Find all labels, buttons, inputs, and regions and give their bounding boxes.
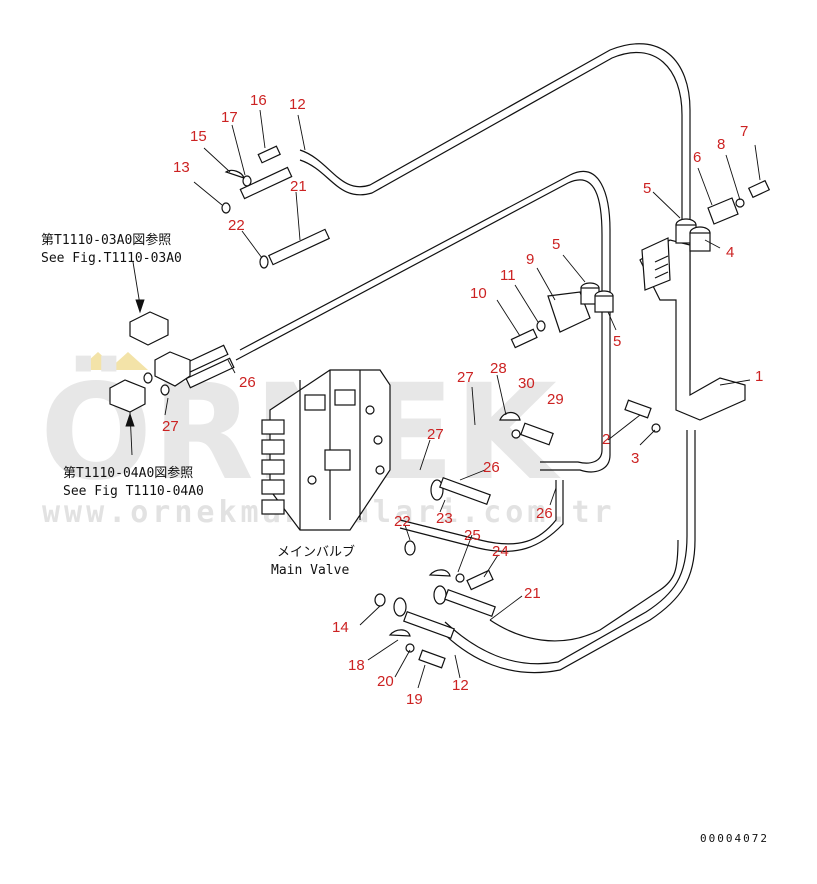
callout-15: 15 <box>190 128 207 145</box>
clamp-9-group <box>510 282 614 349</box>
ref-03a0-jp: 第T1110-03A0図参照 <box>41 232 171 248</box>
callout-7: 7 <box>740 123 748 140</box>
callout-28: 28 <box>490 360 507 377</box>
callout-21-bottom: 21 <box>524 585 541 602</box>
callout-2: 2 <box>602 431 610 448</box>
ref-04a0-jp: 第T1110-04A0図参照 <box>63 465 193 481</box>
callout-11: 11 <box>500 267 516 284</box>
callout-27-mid: 27 <box>427 426 444 443</box>
clamp-group-top-right <box>675 179 771 252</box>
main-valve-label-jp: メインバルブ <box>277 544 355 560</box>
callout-5-low: 5 <box>613 333 621 350</box>
hose-12-upper <box>299 43 691 380</box>
callout-26-right: 26 <box>536 505 553 522</box>
hose-26-upper <box>235 170 611 473</box>
callout-9: 9 <box>526 251 534 268</box>
callout-5-mid: 5 <box>552 236 560 253</box>
callout-29: 29 <box>547 391 564 408</box>
callout-1: 1 <box>755 368 763 385</box>
callout-17: 17 <box>221 109 238 126</box>
callout-21-top: 21 <box>290 178 307 195</box>
callout-26-left: 26 <box>239 374 256 391</box>
callout-16: 16 <box>250 92 267 109</box>
callout-12-bottom: 12 <box>452 677 469 694</box>
callout-6: 6 <box>693 149 701 166</box>
callout-10: 10 <box>470 285 487 302</box>
callout-3: 3 <box>631 450 639 467</box>
callout-30: 30 <box>518 375 535 392</box>
callout-8: 8 <box>717 136 725 153</box>
fittings-lower <box>374 476 496 669</box>
callout-22-top: 22 <box>228 217 245 234</box>
callout-23: 23 <box>436 510 453 527</box>
main-valve-label-en: Main Valve <box>271 563 349 578</box>
callout-18: 18 <box>348 657 365 674</box>
main-valve-block <box>261 369 391 531</box>
callout-19: 19 <box>406 691 423 708</box>
callout-20: 20 <box>377 673 394 690</box>
ref-04a0-en: See Fig T1110-04A0 <box>63 484 204 499</box>
bolt-2-3 <box>624 399 661 433</box>
callout-25: 25 <box>464 527 481 544</box>
fittings-28-30 <box>499 411 554 446</box>
callout-5-top: 5 <box>643 180 651 197</box>
part-callouts: 1 2 3 4 5 5 5 6 7 8 9 10 11 12 12 13 14 … <box>162 92 763 708</box>
ref-03a0-en: See Fig.T1110-03A0 <box>41 251 182 266</box>
callout-12-top: 12 <box>289 96 306 113</box>
callout-13: 13 <box>173 159 190 176</box>
callout-24: 24 <box>492 543 509 560</box>
reference-labels: 第T1110-03A0図参照 See Fig.T1110-03A0 第T1110… <box>41 232 769 845</box>
callout-26-mid: 26 <box>483 459 500 476</box>
callout-22-bottom: 22 <box>394 513 411 530</box>
callout-27-top: 27 <box>457 369 474 386</box>
fittings-upper-left <box>109 145 331 413</box>
callout-27-left: 27 <box>162 418 179 435</box>
leader-lines <box>125 109 761 689</box>
drawing-code: 00004072 <box>700 832 769 845</box>
callout-4: 4 <box>726 244 734 261</box>
hose-12-lower <box>399 430 696 674</box>
callout-14: 14 <box>332 619 349 636</box>
bracket-1 <box>639 237 746 421</box>
